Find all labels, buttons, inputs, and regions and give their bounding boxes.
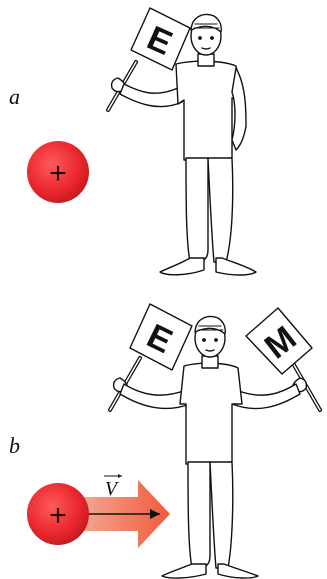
positive-charge-b: + bbox=[27, 483, 89, 545]
sign-e-a: E bbox=[131, 8, 190, 70]
charge-symbol-b: + bbox=[49, 499, 67, 532]
velocity-label: V bbox=[105, 478, 120, 500]
sign-m-b: M bbox=[246, 308, 312, 374]
observer-figure-a: E bbox=[108, 8, 256, 275]
panel-a: + E bbox=[27, 8, 256, 275]
charge-symbol-a: + bbox=[49, 157, 67, 190]
panel-b: V + E M bbox=[27, 304, 320, 578]
positive-charge-a: + bbox=[27, 141, 89, 203]
